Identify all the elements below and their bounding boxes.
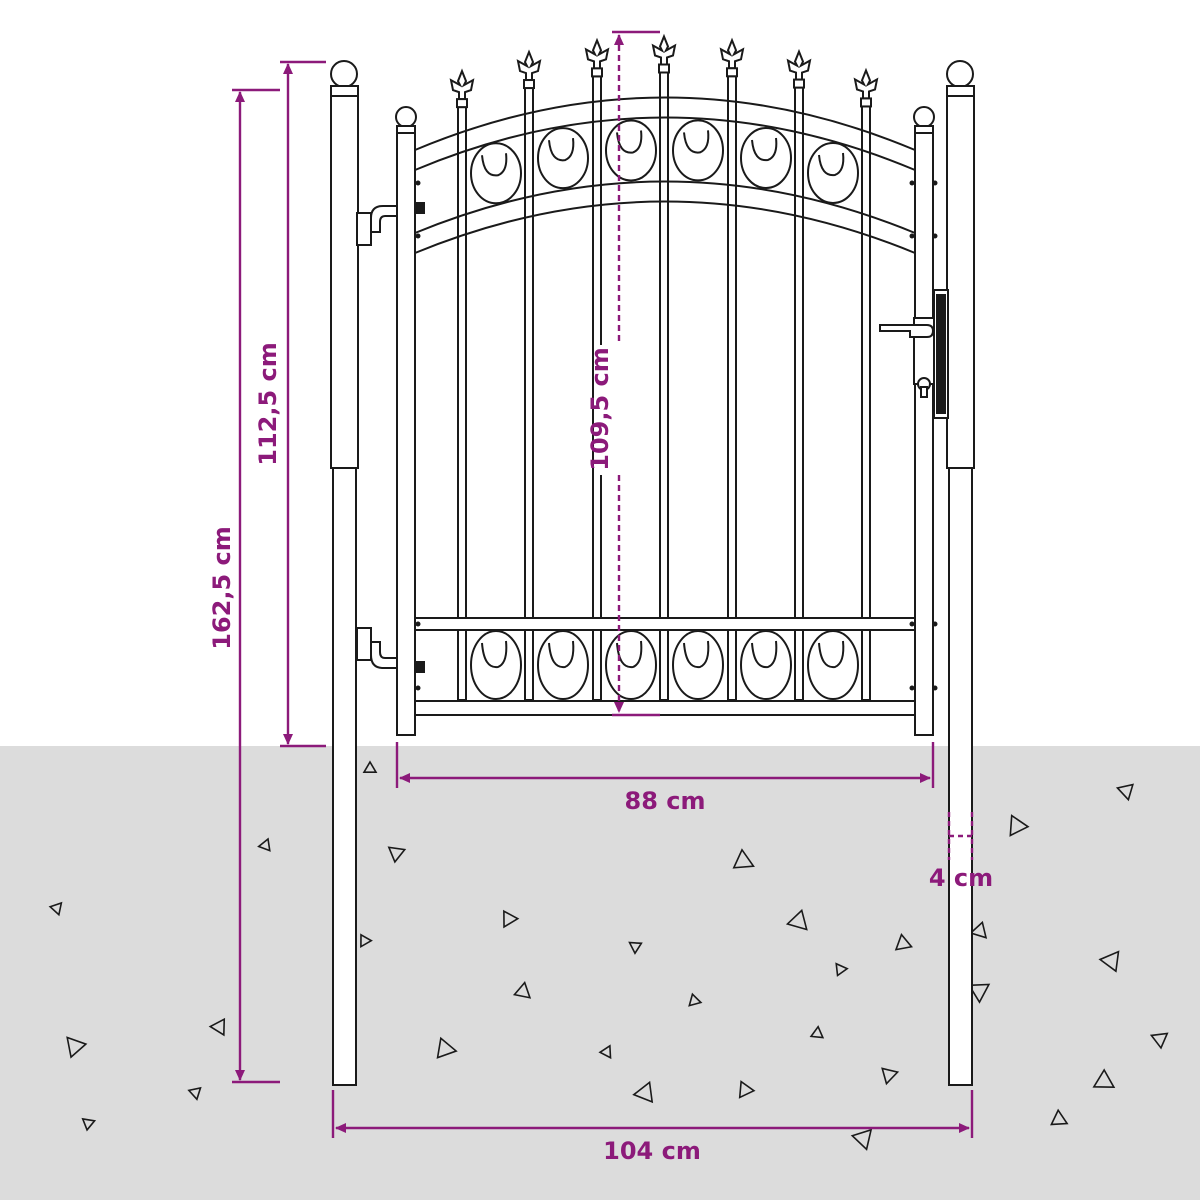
pebble	[187, 1086, 202, 1101]
label-gate-width: 88 cm	[625, 787, 706, 815]
hinge-bottom	[356, 627, 425, 673]
pebble	[632, 1080, 654, 1104]
picket	[449, 68, 475, 702]
dim-post-above-ground	[280, 60, 326, 748]
pebble	[503, 909, 520, 929]
label-total-width: 104 cm	[603, 1137, 701, 1165]
hinge-top	[356, 202, 425, 246]
arched-rails	[414, 96, 916, 254]
label-post-above-ground: 112,5 cm	[254, 342, 282, 466]
pebble	[732, 848, 755, 869]
pebble	[688, 992, 703, 1007]
oval-ornament	[470, 630, 522, 700]
gate-frame	[395, 106, 935, 736]
pebble	[387, 846, 407, 864]
oval-ornament	[605, 630, 657, 700]
label-total-height: 162,5 cm	[208, 526, 236, 650]
label-post-width: 4 cm	[929, 864, 993, 892]
dim-total-height	[232, 88, 280, 1084]
pebble	[1098, 950, 1120, 973]
pebble	[835, 962, 849, 977]
picket	[786, 48, 812, 701]
pebble	[894, 932, 914, 951]
dim-gate-height	[612, 30, 660, 717]
pebble	[809, 1025, 825, 1039]
label-gate-height: 109,5 cm	[586, 347, 614, 471]
oval-ornament	[605, 119, 657, 182]
pebble	[1115, 783, 1135, 802]
dim-total-width	[331, 1090, 974, 1138]
picket	[853, 67, 879, 702]
oval-ornament	[807, 630, 859, 700]
oval-ornament	[740, 630, 792, 700]
gate-latch	[879, 289, 949, 419]
pebble	[969, 920, 988, 939]
oval-ornament	[672, 119, 724, 182]
ground-pebbles	[48, 760, 1169, 1151]
pebble	[208, 1017, 226, 1037]
pebble	[360, 933, 373, 949]
pebble	[48, 901, 63, 917]
frame-bolts	[415, 180, 938, 691]
dim-post-width	[947, 812, 974, 860]
pebble	[362, 760, 378, 773]
oval-ornament	[470, 142, 522, 205]
pebble	[512, 981, 532, 999]
oval-ornament	[740, 126, 792, 189]
oval-ornament	[672, 630, 724, 700]
pebble	[1149, 1032, 1169, 1050]
ground-area	[0, 746, 1200, 1200]
right-post	[946, 60, 975, 1086]
pebble	[1092, 1068, 1116, 1088]
pebble	[436, 1036, 458, 1059]
pebble	[257, 837, 271, 852]
dim-gate-width	[395, 742, 935, 788]
oval-ornament	[807, 141, 859, 204]
gate-height-label-bg	[594, 345, 644, 475]
top-ornaments	[470, 119, 859, 205]
oval-ornament	[537, 630, 589, 700]
pebble	[598, 1044, 612, 1060]
oval-ornament	[537, 127, 589, 190]
picket	[651, 33, 677, 701]
pebble	[881, 1067, 900, 1086]
picket	[719, 37, 745, 702]
pebble	[1009, 814, 1030, 837]
pebble	[738, 1080, 756, 1099]
pebble	[66, 1036, 88, 1059]
bottom-rails	[414, 617, 916, 716]
pebble	[628, 941, 643, 955]
pebble	[1050, 1108, 1069, 1126]
pebble	[81, 1117, 97, 1132]
pebble	[785, 908, 808, 931]
pebble	[967, 983, 991, 1004]
left-post	[330, 60, 359, 1086]
picket	[516, 49, 542, 702]
